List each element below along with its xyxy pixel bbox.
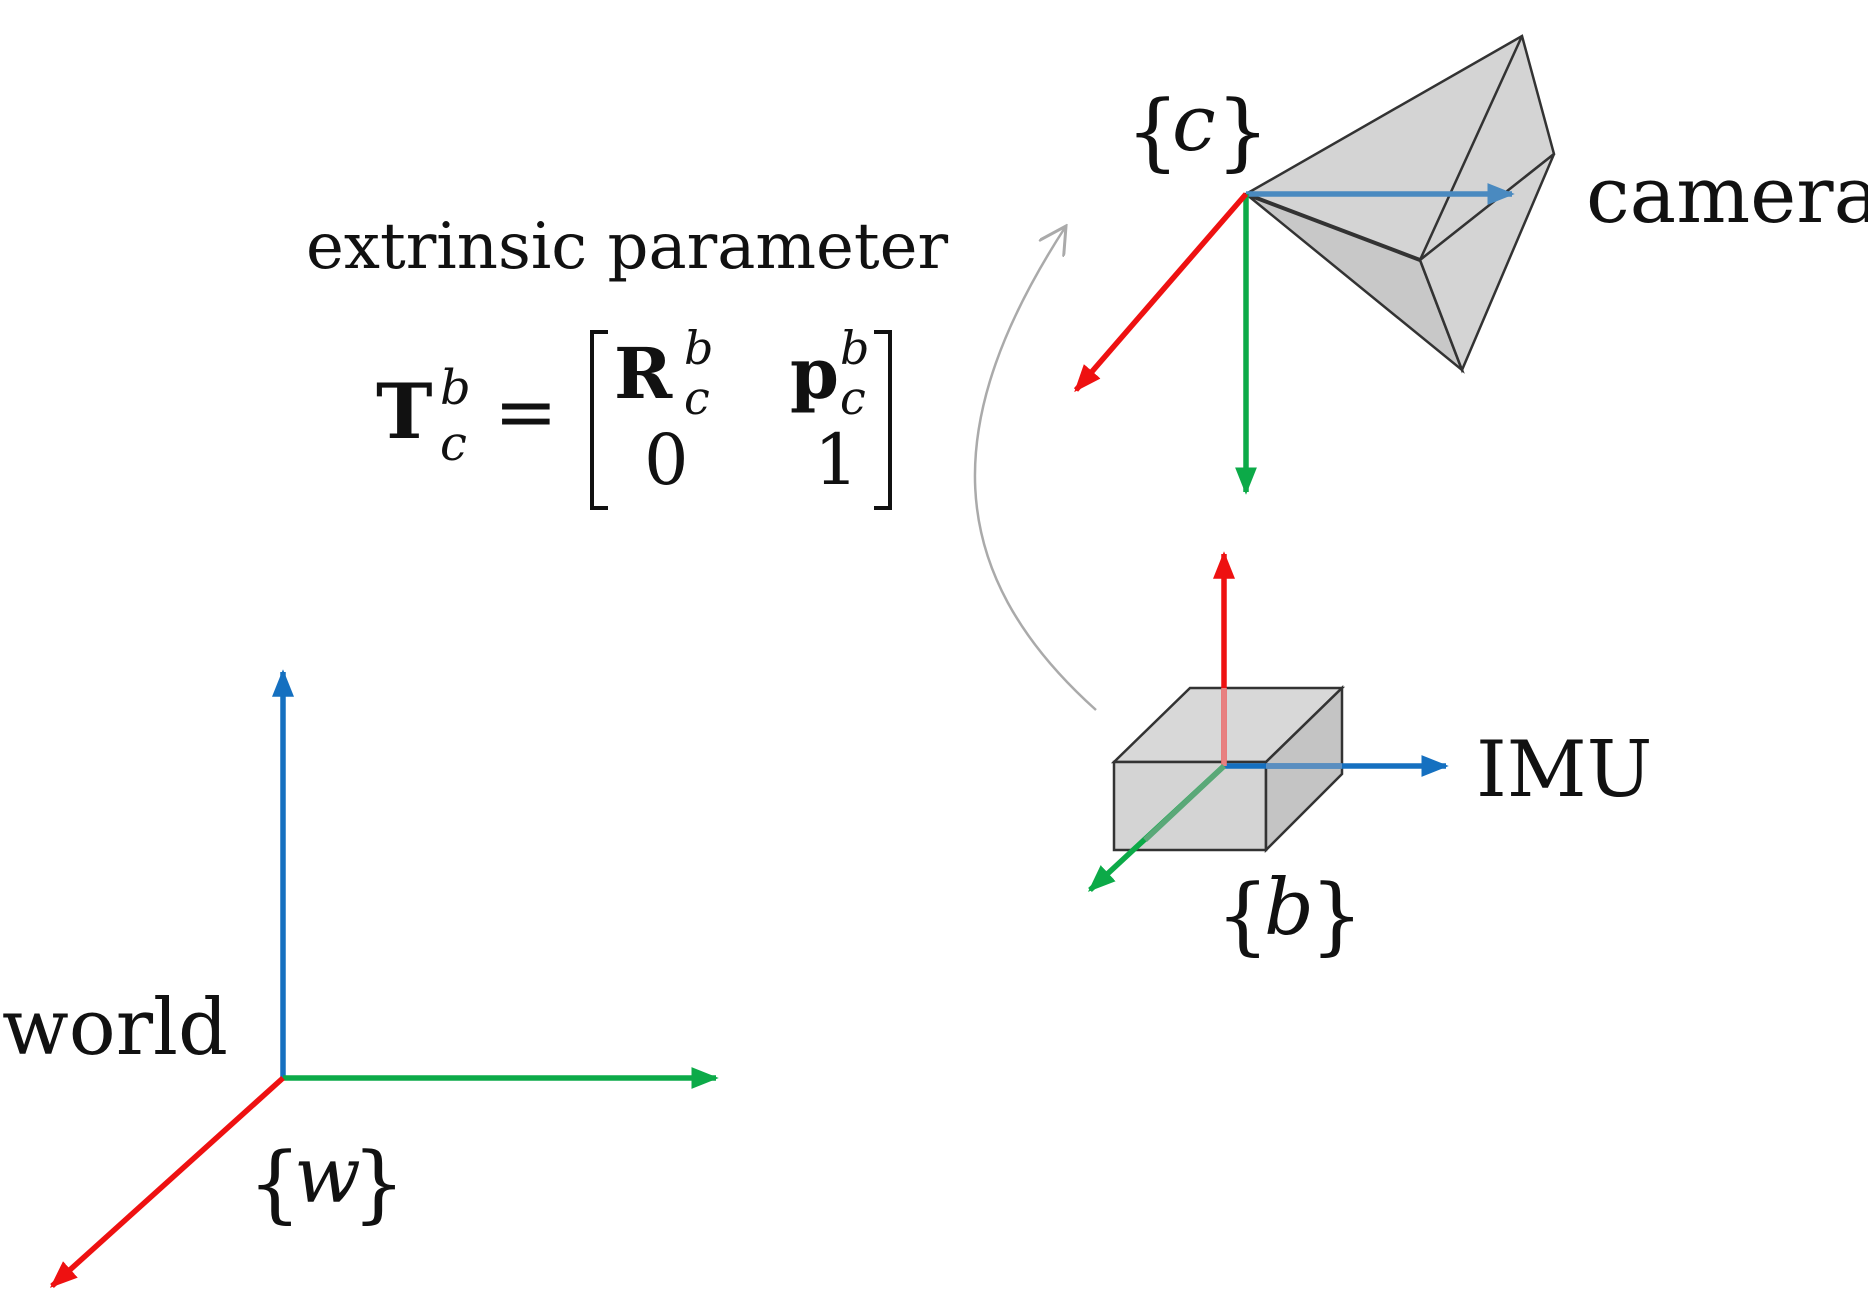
imu-box xyxy=(1110,685,1346,854)
camera-frame-symbol: { c } xyxy=(1126,79,1269,180)
camera-label: camera xyxy=(1586,151,1868,241)
imu-label: IMU xyxy=(1476,725,1652,815)
eq-lhs-sub: c xyxy=(440,416,467,472)
matrix-bracket-left xyxy=(590,330,608,510)
eq-lhs-symbol: T xyxy=(376,367,433,456)
extrinsic-label: extrinsic parameter xyxy=(306,210,949,284)
body-brace-open: { xyxy=(1216,866,1269,964)
imu-box-side xyxy=(1264,685,1344,854)
world-x-axis xyxy=(49,1075,285,1289)
world-frame-letter: w xyxy=(294,1131,361,1221)
world-label: world xyxy=(2,983,228,1073)
extrinsic-transform-arrow xyxy=(973,226,1097,711)
matrix-zero: 0 xyxy=(644,419,689,501)
world-frame-symbol: { w } xyxy=(248,1131,405,1232)
matrix-r-sub: c xyxy=(684,371,710,425)
matrix-p-symbol: p xyxy=(790,332,839,415)
extrinsic-equation: T b c = R b c p b c 0 1 xyxy=(376,321,892,510)
camera-frame xyxy=(1073,183,1515,495)
world-brace-open: { xyxy=(248,1134,301,1232)
world-frame xyxy=(49,669,719,1289)
body-brace-close: } xyxy=(1310,866,1363,964)
imu-frame-symbol: { b } xyxy=(1216,863,1363,964)
camera-body xyxy=(1243,34,1556,374)
matrix-one: 1 xyxy=(814,419,859,501)
eq-equals: = xyxy=(494,367,558,456)
camera-x-axis xyxy=(1073,192,1249,393)
matrix-p-sup: b xyxy=(840,321,869,375)
eq-lhs-sup: b xyxy=(440,360,471,416)
matrix-r-symbol: R xyxy=(614,332,673,415)
matrix-bracket-right xyxy=(874,330,892,510)
camera-frame-letter: c xyxy=(1172,79,1216,169)
camera-frustum-face xyxy=(1418,153,1556,374)
camera-brace-open: { xyxy=(1126,82,1179,180)
body-frame-letter: b xyxy=(1264,863,1314,953)
imu-box-front xyxy=(1112,760,1268,852)
camera-brace-close: } xyxy=(1216,82,1269,180)
matrix-r-sup: b xyxy=(684,321,713,375)
imu-frame xyxy=(1087,551,1449,893)
world-brace-close: } xyxy=(352,1134,405,1232)
matrix-p-sub: c xyxy=(840,371,866,425)
